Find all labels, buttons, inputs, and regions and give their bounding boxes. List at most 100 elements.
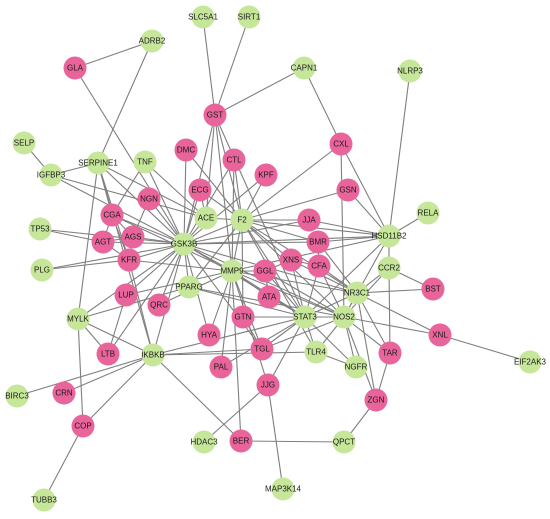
node-nr3c1[interactable]: NR3C1 — [344, 281, 371, 305]
node-gsk3b[interactable]: GSK3B — [171, 232, 198, 256]
node-birc3[interactable]: BIRC3 — [5, 384, 29, 408]
node-cop[interactable]: COP — [71, 414, 95, 438]
node-label: SLC5A1 — [188, 13, 218, 22]
node-label: BER — [233, 437, 250, 446]
node-cfa[interactable]: CFA — [307, 254, 331, 278]
node-circle — [174, 138, 198, 162]
node-ata[interactable]: ATA — [257, 285, 281, 309]
node-circle — [253, 259, 277, 283]
edge-pal-mmp9 — [220, 270, 233, 368]
node-ctl[interactable]: CTL — [222, 148, 246, 172]
edge-ber-mmp9 — [231, 270, 242, 442]
node-pal[interactable]: PAL — [209, 355, 233, 379]
node-ace[interactable]: ACE — [194, 206, 218, 230]
node-ngfr[interactable]: NGFR — [344, 355, 368, 379]
node-ecg[interactable]: ECG — [188, 178, 212, 202]
node-ccr2[interactable]: CCR2 — [377, 256, 401, 280]
node-agt[interactable]: AGT — [91, 230, 115, 254]
node-label: GSN — [339, 186, 357, 195]
node-tlr4[interactable]: TLR4 — [304, 340, 328, 364]
node-mylk[interactable]: MYLK — [66, 307, 90, 331]
node-ngn[interactable]: NGN — [137, 187, 161, 211]
node-label: TGL — [254, 345, 270, 354]
node-label: NLRP3 — [397, 67, 423, 76]
node-label: BST — [425, 285, 441, 294]
edge-plg-gsk3b — [41, 243, 185, 271]
node-kpf[interactable]: KPF — [254, 163, 278, 187]
node-xnl[interactable]: XNL — [428, 323, 452, 347]
node-label: GSK3B — [171, 240, 198, 249]
node-kfr[interactable]: KFR — [117, 248, 141, 272]
node-f2[interactable]: F2 — [230, 208, 254, 232]
node-qpct[interactable]: QPCT — [332, 430, 356, 454]
node-circle — [220, 259, 244, 283]
node-pparg[interactable]: PPARG — [175, 275, 203, 299]
node-hsd11b2[interactable]: HSD11B2 — [372, 224, 408, 248]
node-tgl[interactable]: TGL — [250, 337, 274, 361]
node-ber[interactable]: BER — [229, 429, 253, 453]
edge-mmp9-nos2 — [231, 270, 345, 318]
node-gsn[interactable]: GSN — [336, 178, 360, 202]
node-label: QRC — [150, 301, 168, 310]
node-ikbkb[interactable]: IKBKB — [141, 343, 165, 367]
edge-ngfr-stat3 — [304, 316, 357, 368]
node-cxl[interactable]: CXL — [329, 132, 353, 156]
node-label: TAR — [382, 349, 398, 358]
node-circle — [177, 275, 201, 299]
node-igfbp3[interactable]: IGFBP3 — [37, 163, 66, 187]
node-jja[interactable]: JJA — [297, 208, 321, 232]
node-label: JJG — [261, 381, 275, 390]
node-ggl[interactable]: GGL — [253, 259, 277, 283]
node-circle — [66, 307, 90, 331]
node-gst[interactable]: GST — [203, 103, 227, 127]
node-hdac3[interactable]: HDAC3 — [190, 430, 218, 454]
node-sirt1[interactable]: SIRT1 — [237, 5, 261, 29]
node-ltb[interactable]: LTB — [96, 342, 120, 366]
node-tp53[interactable]: TP53 — [28, 217, 52, 241]
edge-kfr-plg — [41, 259, 130, 271]
node-tubb3[interactable]: TUBB3 — [31, 488, 57, 512]
node-mmp9[interactable]: MMP9 — [220, 259, 244, 283]
node-hya[interactable]: HYA — [197, 323, 221, 347]
node-selp[interactable]: SELP — [12, 131, 36, 155]
node-circle — [32, 488, 56, 512]
node-plg[interactable]: PLG — [30, 258, 54, 282]
node-label: F2 — [237, 216, 247, 225]
node-label: ECG — [191, 186, 208, 195]
node-ags[interactable]: AGS — [121, 225, 145, 249]
node-bmr[interactable]: BMR — [306, 230, 330, 254]
node-adrb2[interactable]: ADRB2 — [139, 29, 166, 53]
edge-nr3c1-bst — [356, 288, 434, 294]
node-gtn[interactable]: GTN — [231, 305, 255, 329]
node-map3k14[interactable]: MAP3K14 — [265, 477, 302, 501]
node-label: GTN — [235, 313, 252, 322]
node-serpine1[interactable]: SERPINE1 — [78, 151, 118, 175]
node-lup[interactable]: LUP — [114, 283, 138, 307]
node-label: CTL — [226, 156, 242, 165]
node-qrc[interactable]: QRC — [147, 293, 171, 317]
node-zgn[interactable]: ZGN — [364, 388, 388, 412]
node-nlrp3[interactable]: NLRP3 — [397, 59, 423, 83]
node-eif2ak3[interactable]: EIF2AK3 — [514, 350, 547, 374]
node-capn1[interactable]: CAPN1 — [291, 56, 318, 80]
edge-adrb2-gla — [74, 40, 153, 69]
node-bst[interactable]: BST — [421, 277, 445, 301]
node-crn[interactable]: CRN — [52, 381, 76, 405]
node-cga[interactable]: CGA — [100, 203, 124, 227]
node-gla[interactable]: GLA — [63, 56, 87, 80]
node-circle — [297, 208, 321, 232]
node-jjg[interactable]: JJG — [256, 373, 280, 397]
node-tnf[interactable]: TNF — [133, 150, 157, 174]
node-circle — [378, 341, 402, 365]
node-xns[interactable]: XNS — [279, 248, 303, 272]
node-stat3[interactable]: STAT3 — [293, 305, 317, 329]
node-tar[interactable]: TAR — [378, 341, 402, 365]
node-rela[interactable]: RELA — [416, 201, 440, 225]
node-circle — [203, 103, 227, 127]
node-circle — [194, 206, 218, 230]
node-circle — [344, 355, 368, 379]
node-slc5a1[interactable]: SLC5A1 — [188, 5, 218, 29]
node-dmc[interactable]: DMC — [174, 138, 198, 162]
node-nos2[interactable]: NOS2 — [332, 305, 356, 329]
